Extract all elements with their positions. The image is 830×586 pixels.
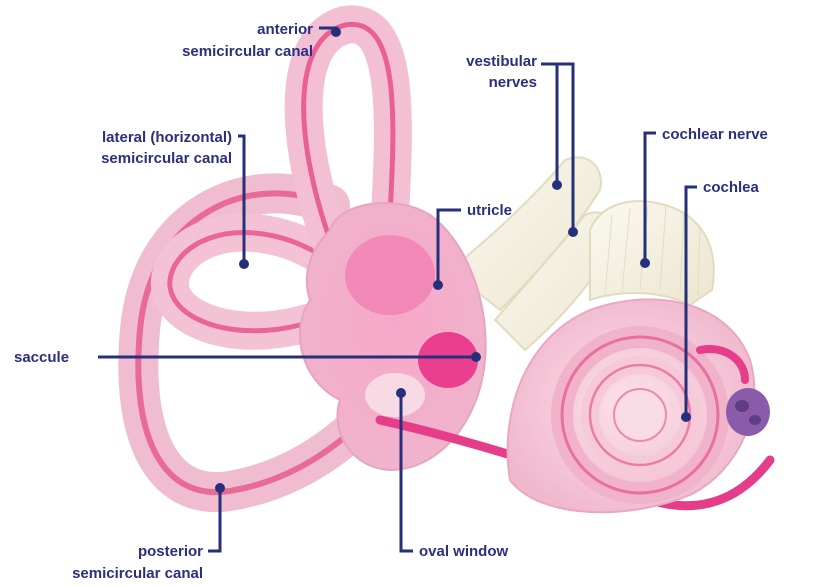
posterior-canal-label-line1: posterior [138, 543, 203, 560]
lateral-canal-label-line1: lateral (horizontal) [102, 129, 232, 146]
cochlear-nerve-shape [590, 201, 714, 305]
lateral-canal-label-line2: semicircular canal [101, 150, 232, 167]
window-openings [726, 388, 770, 436]
cochlea-label: cochlea [703, 179, 760, 196]
vestibular-nerves-label-line1: vestibular [466, 53, 537, 70]
saccule-label: saccule [14, 349, 69, 366]
posterior-canal-label-line2: semicircular canal [72, 565, 203, 582]
utricle-label: utricle [467, 202, 512, 219]
cochlear-nerve-label: cochlear nerve [662, 126, 768, 143]
oval-window-label: oval window [419, 543, 509, 560]
anterior-canal-label-line2: semicircular canal [182, 43, 313, 60]
anterior-canal-label-line1: anterior [257, 21, 313, 38]
vestibular-nerves-label-line2: nerves [489, 74, 537, 91]
